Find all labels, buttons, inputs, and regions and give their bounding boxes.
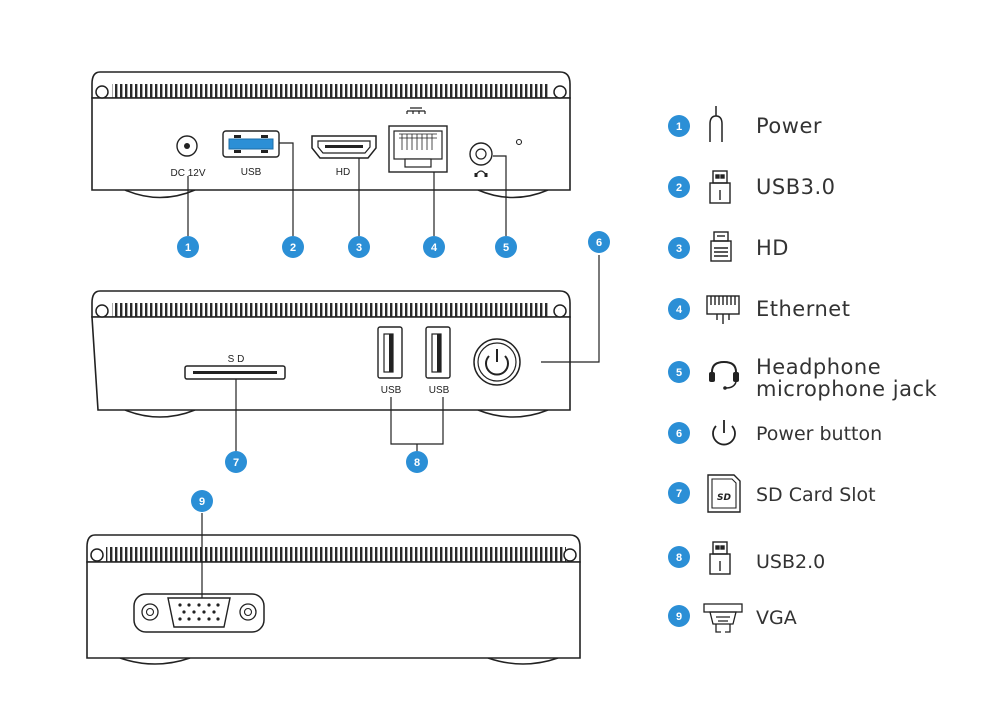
callout-5: 5 xyxy=(495,236,517,258)
svg-text:2: 2 xyxy=(290,242,296,254)
svg-text:Power button: Power button xyxy=(756,423,882,445)
svg-text:Power: Power xyxy=(756,114,822,138)
callout-9: 9 xyxy=(191,490,213,512)
hd-port xyxy=(311,135,377,159)
svg-text:HD: HD xyxy=(756,236,789,260)
usb3-icon xyxy=(709,170,731,204)
sd-label: S D xyxy=(228,354,245,365)
usb3-label: USB xyxy=(241,167,262,178)
usb2-icon xyxy=(709,541,731,575)
legend-item-usb2: 8 USB2.0 xyxy=(668,541,825,575)
usb-b-label: USB xyxy=(429,385,450,396)
front-panel-device: S D USB USB xyxy=(91,255,600,452)
usb2-port-a xyxy=(377,326,403,379)
svg-text:2: 2 xyxy=(676,182,682,194)
callouts: 1 2 3 4 5 6 7 8 9 xyxy=(177,231,610,512)
sd-slot xyxy=(184,365,286,380)
svg-text:microphone jack: microphone jack xyxy=(756,377,937,401)
svg-text:VGA: VGA xyxy=(756,607,797,629)
power-plug-icon xyxy=(709,106,723,142)
hd-icon xyxy=(710,231,732,262)
svg-text:4: 4 xyxy=(676,304,683,316)
hd-label: HD xyxy=(336,167,350,178)
callout-1: 1 xyxy=(177,236,199,258)
legend-item-vga: 9 VGA xyxy=(668,603,797,633)
svg-text:USB2.0: USB2.0 xyxy=(756,551,825,573)
svg-text:9: 9 xyxy=(199,496,205,508)
rear-leader-lines xyxy=(187,142,507,236)
svg-text:6: 6 xyxy=(676,428,682,440)
front-leader-lines xyxy=(235,255,600,452)
legend-item-sd-card: 7 SD SD Card Slot xyxy=(668,474,876,513)
svg-text:8: 8 xyxy=(676,552,682,564)
sd-card-icon: SD xyxy=(707,474,741,513)
callout-4: 4 xyxy=(423,236,445,258)
callout-6: 6 xyxy=(588,231,610,253)
audio-jack xyxy=(469,142,493,177)
led-indicator xyxy=(515,138,523,146)
svg-text:9: 9 xyxy=(676,611,682,623)
usb2-port-b xyxy=(425,326,451,379)
svg-text:8: 8 xyxy=(414,457,420,469)
svg-text:USB3.0: USB3.0 xyxy=(756,175,836,199)
rear-panel-device: DC 12V USB HD xyxy=(91,71,571,236)
dc-label: DC 12V xyxy=(170,168,205,179)
svg-text:1: 1 xyxy=(676,121,682,133)
headset-icon xyxy=(709,360,739,390)
vga-icon xyxy=(703,603,743,633)
legend-item-hd: 3 HD xyxy=(668,231,789,262)
legend-item-usb3: 2 USB3.0 xyxy=(668,170,836,204)
svg-text:7: 7 xyxy=(676,488,682,500)
svg-text:7: 7 xyxy=(233,457,239,469)
power-button-icon xyxy=(712,420,736,446)
legend: 1 Power 2 USB3.0 3 xyxy=(668,106,937,633)
legend-item-ethernet: 4 Ethernet xyxy=(668,295,850,324)
vga-port xyxy=(133,593,265,633)
svg-text:1: 1 xyxy=(185,242,191,254)
usb-a-label: USB xyxy=(381,385,402,396)
svg-text:6: 6 xyxy=(596,237,602,249)
ethernet-port xyxy=(388,107,448,173)
callout-7: 7 xyxy=(225,451,247,473)
callout-8: 8 xyxy=(406,451,428,473)
ethernet-icon xyxy=(706,295,740,324)
svg-text:5: 5 xyxy=(503,242,509,254)
power-button xyxy=(473,338,521,386)
usb3-port xyxy=(222,130,280,158)
dc-jack xyxy=(176,135,198,157)
svg-text:3: 3 xyxy=(676,243,682,255)
svg-text:Headphone: Headphone xyxy=(756,355,881,379)
svg-text:4: 4 xyxy=(431,242,438,254)
svg-text:Ethernet: Ethernet xyxy=(756,297,850,321)
legend-item-power-button: 6 Power button xyxy=(668,420,882,446)
svg-text:3: 3 xyxy=(356,242,362,254)
legend-item-headset: 5 Headphone microphone jack xyxy=(668,355,937,401)
callout-3: 3 xyxy=(348,236,370,258)
vga-side-device xyxy=(86,513,581,665)
svg-text:SD: SD xyxy=(717,493,731,503)
legend-item-power: 1 Power xyxy=(668,106,822,142)
callout-2: 2 xyxy=(282,236,304,258)
svg-text:5: 5 xyxy=(676,367,682,379)
svg-text:SD Card Slot: SD Card Slot xyxy=(756,484,876,506)
